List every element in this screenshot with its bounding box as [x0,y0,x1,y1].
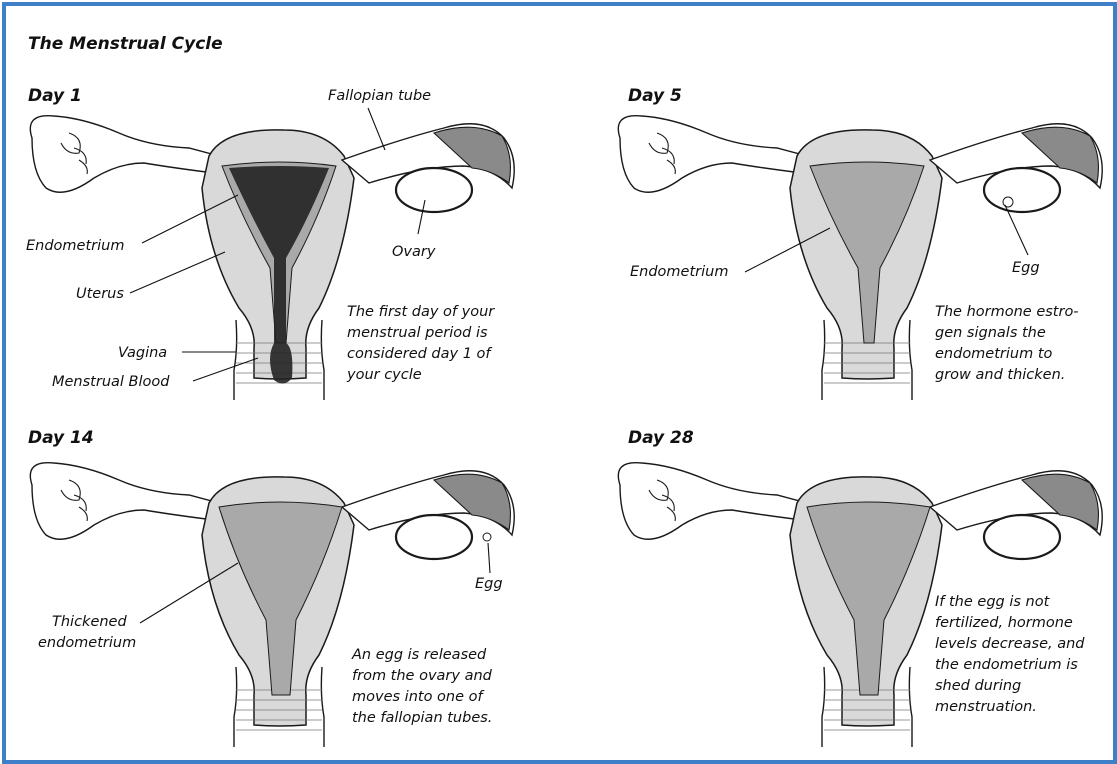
ovary [984,515,1060,559]
note-day14-line: the fallopian tubes. [352,708,492,729]
note-day5-line: gen signals the [935,323,1079,344]
note-day28: If the egg is not fertilized, hormone le… [935,592,1084,718]
day5-heading: Day 5 [628,86,682,107]
egg-day5 [1003,197,1013,207]
left-fimbria [618,116,807,193]
ovary [984,168,1060,212]
left-fimbria [618,463,807,540]
label-thickened: Thickened [52,612,127,633]
label-endometrium-day1: Endometrium [26,236,124,257]
note-day5: The hormone estro- gen signals the endom… [935,302,1079,386]
note-day14-line: moves into one of [352,687,492,708]
left-fimbria [30,463,219,540]
day14-heading: Day 14 [28,428,94,449]
left-fimbria [30,116,219,193]
note-day14-line: An egg is released [352,645,492,666]
label-egg-day14: Egg [475,574,503,595]
note-day28-line: levels decrease, and [935,634,1084,655]
note-day28-line: menstruation. [935,697,1084,718]
figure-title: The Menstrual Cycle [28,34,223,55]
egg-day14 [483,533,491,541]
ovary [396,515,472,559]
note-day14: An egg is released from the ovary and mo… [352,645,492,729]
note-day5-line: endometrium to [935,344,1079,365]
note-day5-line: grow and thicken. [935,365,1079,386]
note-day1-line: The first day of your [347,302,494,323]
label-fallopian-tube: Fallopian tube [328,86,431,107]
note-day14-line: from the ovary and [352,666,492,687]
note-day5-line: The hormone estro- [935,302,1079,323]
label-vagina: Vagina [118,343,167,364]
day1-heading: Day 1 [28,86,82,107]
ovary [396,168,472,212]
note-day28-line: shed during [935,676,1084,697]
note-day1: The first day of your menstrual period i… [347,302,494,386]
label-menstrual-blood: Menstrual Blood [52,372,169,393]
note-day1-line: your cycle [347,365,494,386]
note-day28-line: the endometrium is [935,655,1084,676]
label-ovary: Ovary [392,242,435,263]
note-day28-line: fertilized, hormone [935,613,1084,634]
label-thickened-endometrium: endometrium [38,633,136,654]
note-day28-line: If the egg is not [935,592,1084,613]
label-egg-day5: Egg [1012,258,1040,279]
note-day1-line: menstrual period is [347,323,494,344]
day28-heading: Day 28 [628,428,694,449]
label-endometrium-day5: Endometrium [630,262,728,283]
label-uterus: Uterus [76,284,124,305]
note-day1-line: considered day 1 of [347,344,494,365]
